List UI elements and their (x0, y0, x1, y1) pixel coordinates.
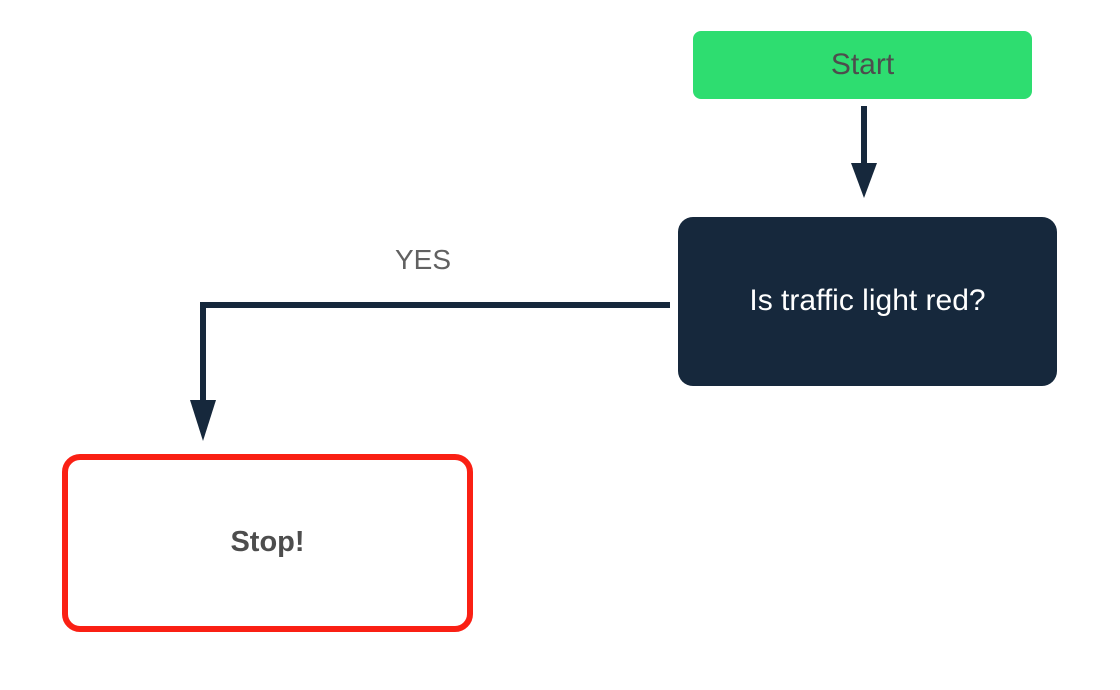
node-stop-label: Stop! (230, 526, 305, 559)
edge-start-to-decision-arrowhead (851, 163, 877, 198)
node-decision-label: Is traffic light red? (749, 284, 986, 318)
node-stop[interactable]: Stop! (62, 454, 473, 632)
node-start[interactable]: Start (693, 31, 1032, 99)
edge-decision-to-stop-arrowhead (190, 400, 216, 441)
node-decision[interactable]: Is traffic light red? (678, 217, 1057, 386)
edge-label-yes: YES (395, 244, 452, 275)
edge-decision-to-stop-line (200, 302, 670, 405)
edge-decision-to-stop (190, 302, 670, 441)
node-start-label: Start (830, 47, 895, 81)
edge-start-to-decision (851, 106, 877, 198)
